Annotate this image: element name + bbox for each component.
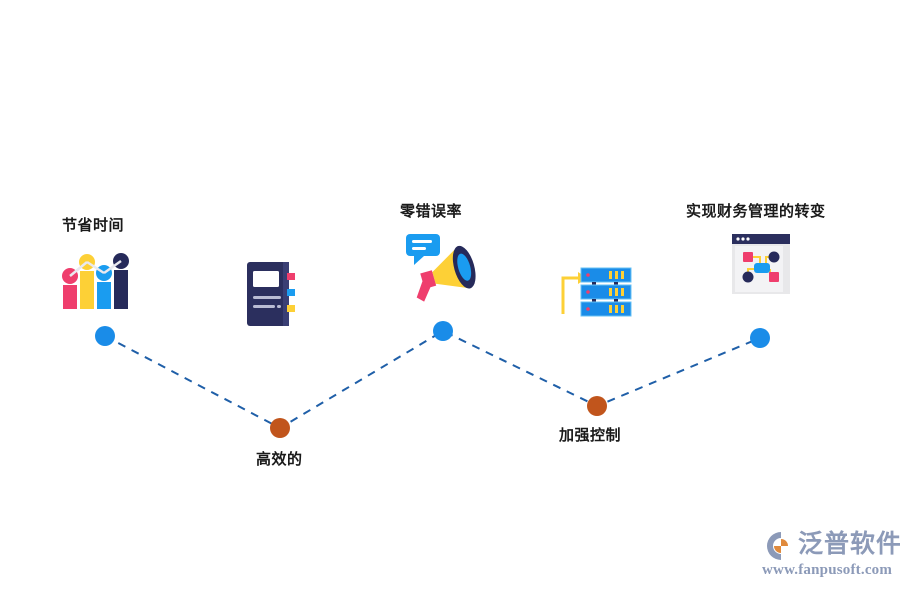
notebook-icon — [244, 260, 300, 328]
node-label-3: 零错误率 — [400, 203, 463, 220]
server-stack-icon — [557, 266, 635, 322]
watermark-url: www.fanpusoft.com — [762, 562, 893, 578]
node-dot-5 — [750, 328, 770, 348]
node-label-5: 实现财务管理的转变 — [686, 203, 826, 220]
node-label-2: 高效的 — [256, 451, 303, 468]
node-dot-4 — [587, 396, 607, 416]
workflow-window-icon — [730, 232, 792, 296]
bar-chart-icon — [58, 252, 130, 310]
node-dot-group — [95, 321, 770, 438]
megaphone-icon — [404, 232, 480, 304]
watermark-brand: 泛普软件 — [798, 530, 900, 558]
node-dot-1 — [95, 326, 115, 346]
node-dot-3 — [433, 321, 453, 341]
zigzag-polyline — [104, 329, 761, 430]
node-label-4: 加强控制 — [559, 427, 622, 444]
node-label-1: 节省时间 — [62, 217, 125, 234]
watermark: 泛普软件 www.fanpusoft.com — [762, 530, 900, 592]
fanpu-logo-icon — [767, 532, 788, 560]
node-dot-2 — [270, 418, 290, 438]
